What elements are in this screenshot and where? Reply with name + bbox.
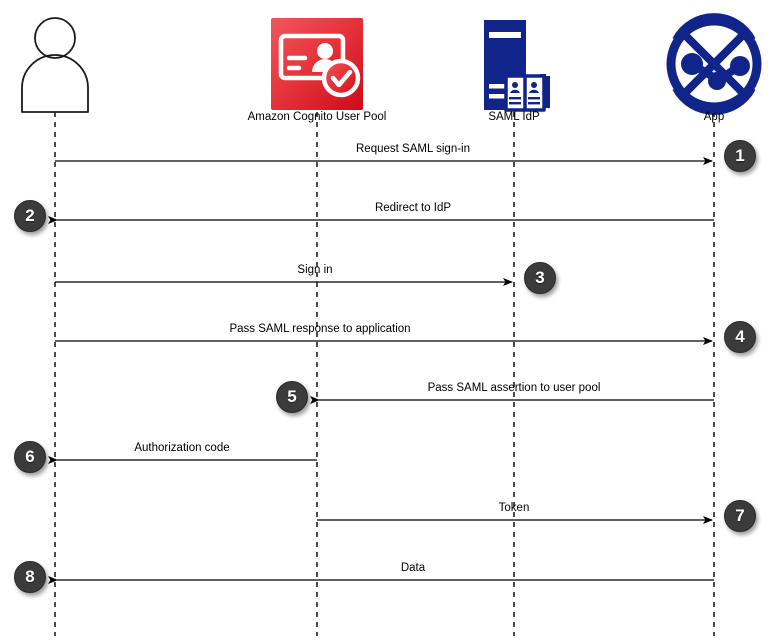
participant-label-idp: SAML IdP <box>488 111 540 123</box>
step-badge-8: 8 <box>14 561 46 593</box>
app-globe-network-icon <box>666 13 762 115</box>
user-actor-icon <box>21 17 89 113</box>
step-badge-7: 7 <box>724 500 756 532</box>
message-label-step-8: Data <box>400 562 426 574</box>
step-badge-1: 1 <box>724 140 756 172</box>
message-label-step-7: Token <box>498 502 530 514</box>
step-badge-3: 3 <box>524 262 556 294</box>
message-label-step-1: Request SAML sign-in <box>356 143 470 155</box>
step-badge-5: 5 <box>276 381 308 413</box>
step-badge-4: 4 <box>724 321 756 353</box>
message-label-step-4: Pass SAML response to application <box>229 323 411 335</box>
lifelines <box>54 112 715 636</box>
message-label-step-2: Redirect to IdP <box>374 202 452 214</box>
amazon-cognito-user-pool-icon <box>271 18 363 110</box>
step-badge-6: 6 <box>14 441 46 473</box>
participant-label-cognito: Amazon Cognito User Pool <box>247 111 387 123</box>
message-label-step-6: Authorization code <box>134 442 230 454</box>
saml-idp-server-directory-icon <box>484 20 550 112</box>
step-badge-2: 2 <box>14 200 46 232</box>
message-label-step-5: Pass SAML assertion to user pool <box>427 382 601 394</box>
participant-label-app: App <box>703 111 725 123</box>
message-arrows <box>48 157 714 584</box>
message-label-step-3: Sign in <box>297 264 333 276</box>
